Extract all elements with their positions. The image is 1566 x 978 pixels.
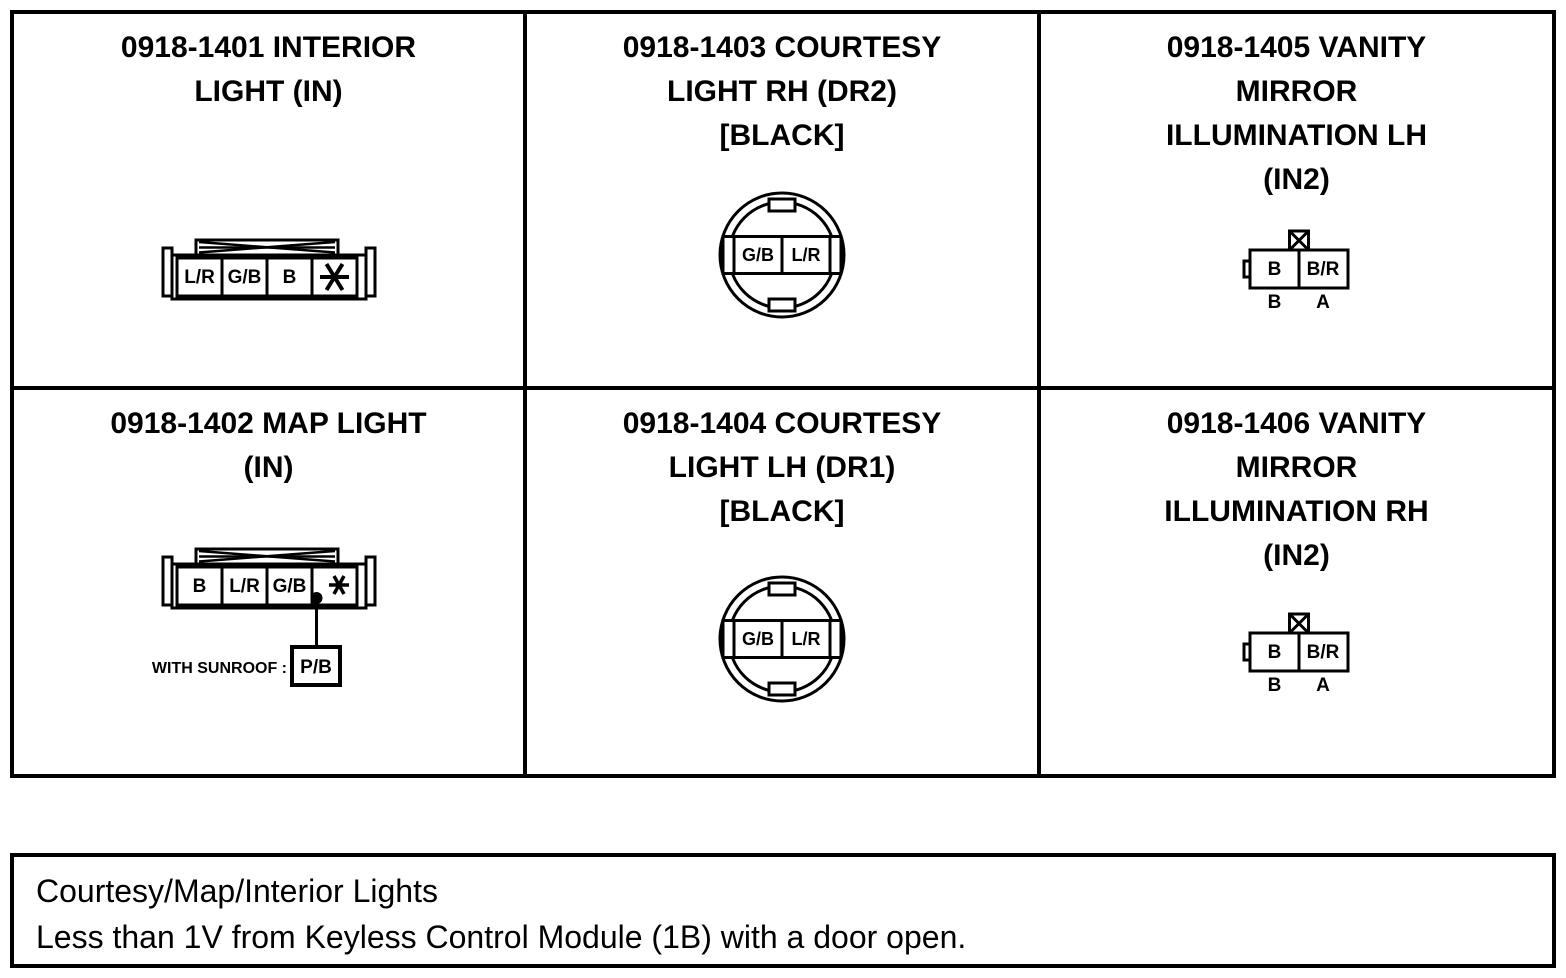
connector-diagram-courtesy-rh: G/B L/R [716,189,848,321]
keying-notch-bottom [767,681,797,697]
pin-position-label: A [1316,292,1330,313]
round-2pin-connector: G/B L/R [718,191,846,319]
keying-notch-top [767,197,797,213]
cell-courtesy-light-lh: 0918-1404 COURTESY LIGHT LH (DR1) [BLACK… [527,390,1041,774]
pin-box [265,256,313,298]
pin-position-label: B [1267,675,1281,696]
option-note-label: WITH SUNROOF : [151,660,286,677]
option-pin-label: P/B [300,657,332,678]
round-2pin-connector: G/B L/R [718,575,846,703]
pin-label: B [192,576,206,597]
2pin-latch-connector: B B/R B A [1242,612,1349,696]
option-pin-box [289,645,342,687]
connector-grid: 0918-1401 INTERIOR LIGHT (IN) [10,10,1556,778]
cell-vanity-mirror-lh: 0918-1405 VANITY MIRROR ILLUMINATION LH … [1041,14,1552,390]
pin-label: L/R [792,245,821,265]
pin-label: B [1267,259,1281,280]
inline-4pin-connector-with-sunroof-option: B L/R G/B P/B WITH SUNROOF : [151,547,376,687]
boxed-x-latch [1287,612,1310,635]
pin-label: B/R [1306,259,1339,280]
connector-diagram-vanity-lh: B B/R B A [1241,228,1353,313]
connector-title: 0918-1404 COURTESY LIGHT LH (DR1) [BLACK… [622,407,942,528]
connector-diagram-interior-light: L/R G/B B [161,238,377,306]
keying-notch-top [767,581,797,597]
pin-label: G/B [742,629,774,649]
2pin-latch-connector: B B/R B A [1242,229,1349,313]
cell-interior-light: 0918-1401 INTERIOR LIGHT (IN) [14,14,527,390]
pin-label: G/B [272,576,306,597]
pin-label: G/B [227,267,261,288]
pin-box [175,565,223,607]
keying-notch-bottom [767,297,797,313]
pin-label: B [1267,642,1281,663]
cell-vanity-mirror-rh: 0918-1406 VANITY MIRROR ILLUMINATION RH … [1041,390,1552,774]
pin-box [175,256,223,298]
pin-label: G/B [742,245,774,265]
caption-title: Courtesy/Map/Interior Lights [36,873,438,909]
pin-position-label: A [1316,675,1330,696]
connector-diagram-vanity-rh: B B/R B A [1241,611,1353,696]
asterisk-symbol [328,575,349,595]
asterisk-symbol [319,262,349,292]
connector-title: 0918-1401 INTERIOR LIGHT (IN) [120,31,417,108]
caption-box: Courtesy/Map/Interior Lights Less than 1… [10,853,1556,968]
cell-map-light: 0918-1402 MAP LIGHT (IN) [14,390,527,774]
connector-diagram-map-light: B L/R G/B P/B WITH SUNROOF : [151,547,377,689]
connector-title: 0918-1406 VANITY MIRROR ILLUMINATION RH … [1164,407,1429,572]
connector-title: 0918-1405 VANITY MIRROR ILLUMINATION LH … [1165,31,1428,196]
pin-label: B/R [1306,642,1339,663]
connector-diagram-courtesy-lh: G/B L/R [716,573,848,705]
inline-4pin-connector: L/R G/B B [161,238,376,301]
pin-position-label: B [1267,292,1281,313]
pin-label: L/R [229,576,260,597]
braided-wire-pattern [198,240,335,254]
connector-title: 0918-1403 COURTESY LIGHT RH (DR2) [BLACK… [622,31,942,152]
caption-condition: Less than 1V from Keyless Control Module… [36,919,967,955]
braided-wire-pattern [198,549,335,563]
cell-courtesy-light-rh: 0918-1403 COURTESY LIGHT RH (DR2) [BLACK… [527,14,1041,390]
pin-label: L/R [792,629,821,649]
boxed-x-latch [1287,229,1310,252]
pin-label: L/R [184,267,215,288]
pin-label: B [282,267,296,288]
connector-title: 0918-1402 MAP LIGHT (IN) [110,407,427,484]
